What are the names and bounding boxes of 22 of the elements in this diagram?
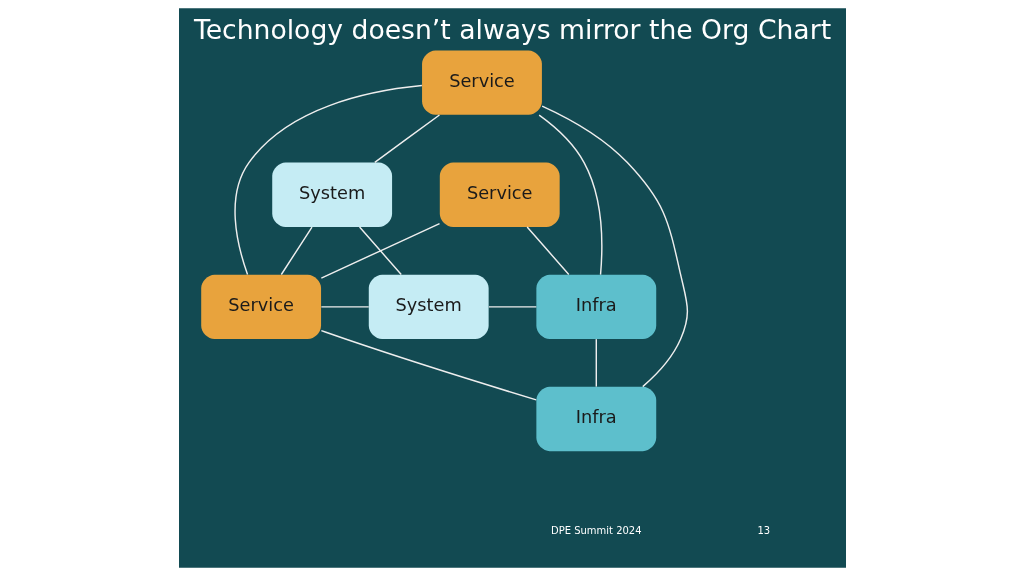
node-box: System — [368, 274, 489, 340]
label: DPE Summit 2024 — [550, 524, 642, 536]
connector — [595, 338, 597, 388]
connector — [320, 222, 440, 279]
connector — [358, 226, 402, 276]
connector — [320, 329, 537, 401]
connector — [320, 306, 369, 308]
node-box: Service — [200, 274, 321, 340]
connector — [525, 226, 570, 276]
label: 13 — [757, 524, 770, 536]
node-box: System — [271, 162, 392, 227]
diagram-title: Technology doesn’t always mirror the Org Chart — [193, 13, 831, 45]
node-box: Infra — [535, 274, 656, 340]
connector — [537, 114, 602, 276]
connector — [280, 226, 313, 276]
node-box: Service — [439, 162, 560, 227]
connector — [373, 114, 440, 164]
connector — [233, 84, 423, 276]
connector — [487, 306, 537, 308]
connector — [540, 105, 688, 388]
node-box: Service — [421, 50, 542, 115]
node-box: Infra — [535, 386, 656, 452]
